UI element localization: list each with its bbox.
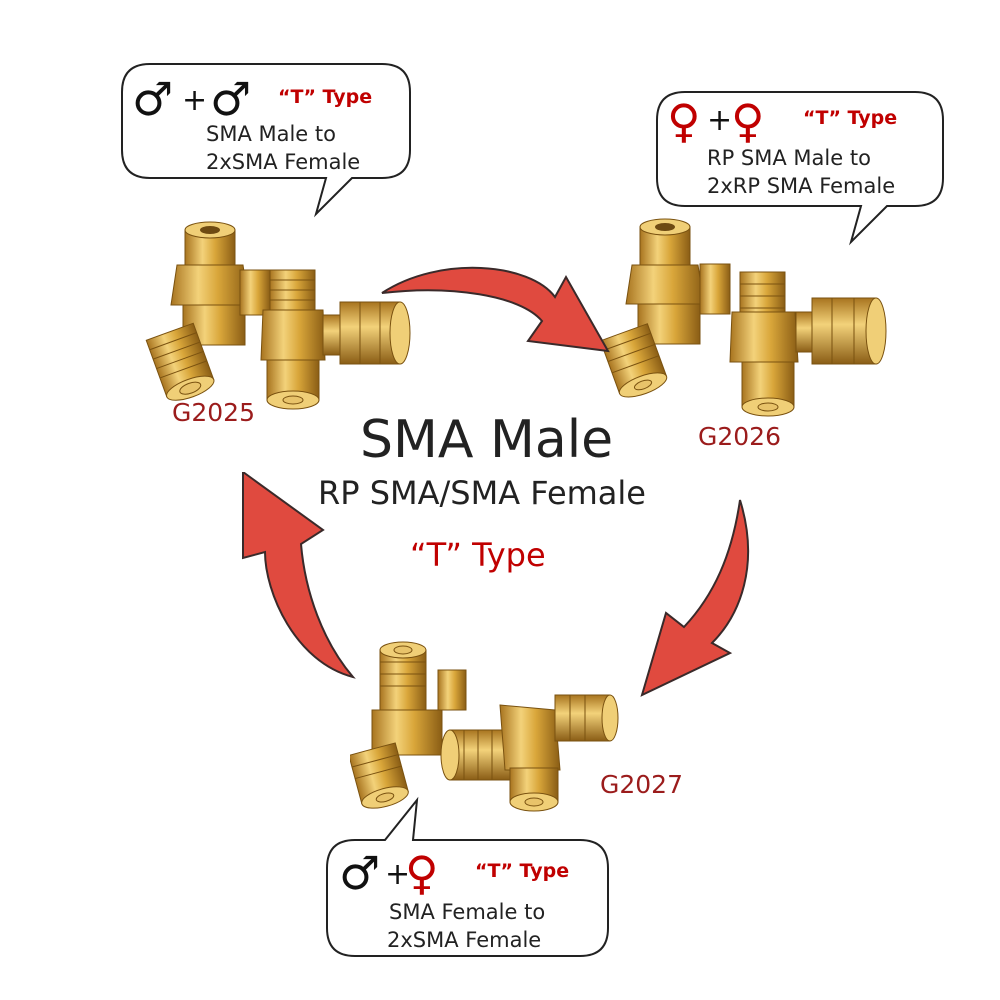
curved-arrow-icon <box>242 472 356 679</box>
plus-sign: + <box>385 857 411 892</box>
product-code-g2026: G2026 <box>698 422 781 451</box>
male-symbol-icon: ♂ <box>132 72 174 126</box>
male-symbol-icon: ♂ <box>339 846 381 900</box>
female-symbol-icon: ♀ <box>667 94 701 148</box>
product-code-g2027: G2027 <box>600 770 683 799</box>
t-type-label: “T” Type <box>475 860 570 882</box>
female-symbol-icon: ♀ <box>405 846 439 900</box>
connector-image-g2026 <box>600 218 887 417</box>
plus-sign: + <box>182 83 208 118</box>
curved-arrow-icon <box>640 499 750 697</box>
main-subtitle: RP SMA/SMA Female <box>318 474 646 512</box>
desc-line-2: 2xRP SMA Female <box>707 174 896 198</box>
main-title: SMA Male <box>360 410 614 470</box>
product-code-g2025: G2025 <box>172 398 255 427</box>
desc-line-1: SMA Female to <box>389 900 546 924</box>
curved-arrow-icon <box>381 266 610 353</box>
plus-sign: + <box>707 103 733 138</box>
female-symbol-icon: ♀ <box>731 94 765 148</box>
male-symbol-icon: ♂ <box>210 72 252 126</box>
desc-line-2: 2xSMA Female <box>206 150 361 174</box>
speech-bubble-g2027: ♂ + ♀ “T” Type SMA Female to 2xSMA Femal… <box>325 796 610 958</box>
speech-bubble-g2026: ♀ + ♀ “T” Type RP SMA Male to 2xRP SMA F… <box>655 90 945 246</box>
speech-bubble-shape <box>121 63 411 218</box>
speech-bubble-g2025: ♂ + ♂ “T” Type SMA Male to 2xSMA Female <box>120 62 412 218</box>
desc-line-1: RP SMA Male to <box>707 146 871 170</box>
t-type-label: “T” Type <box>803 107 898 129</box>
main-type-label: “T” Type <box>410 536 546 574</box>
desc-line-1: SMA Male to <box>206 122 336 146</box>
connector-image-g2025 <box>145 221 411 410</box>
speech-bubble-shape <box>326 796 609 957</box>
speech-bubble-shape <box>656 91 944 246</box>
connector-image-g2027 <box>350 641 619 812</box>
desc-line-2: 2xSMA Female <box>387 928 542 952</box>
t-type-label: “T” Type <box>278 86 373 108</box>
